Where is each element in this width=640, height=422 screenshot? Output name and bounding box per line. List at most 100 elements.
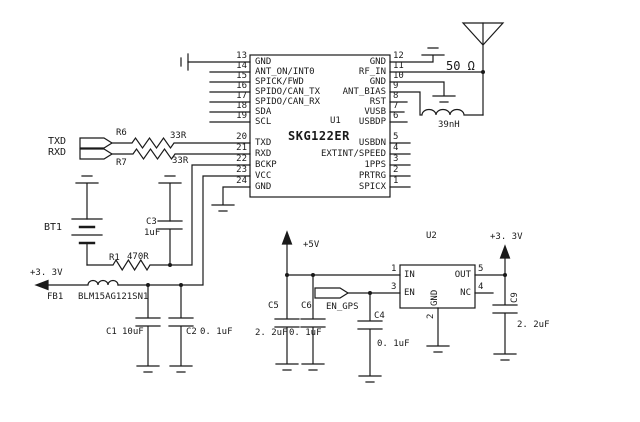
u1-pin24-num: 24 xyxy=(236,176,247,186)
c6-ref-label: C6 xyxy=(301,301,312,311)
u1-pin9-num: 9 xyxy=(393,81,399,91)
r1-ref-label: R1 xyxy=(109,253,120,263)
u1-pin20-name: TXD xyxy=(255,138,272,148)
rf-impedance-label: 50 Ω xyxy=(446,59,475,73)
u1-pin19-name: SCL xyxy=(255,117,272,127)
c2-value-label: 0. 1uF xyxy=(200,327,233,337)
u1-pin5-num: 5 xyxy=(393,132,399,142)
u2-pin-in-name: IN xyxy=(404,270,415,280)
r7-value-label: 33R xyxy=(172,156,189,166)
inductor-39nh xyxy=(389,91,484,116)
u1-pin23-name: VCC xyxy=(255,171,272,181)
u2-pin-out-num: 5 xyxy=(478,264,484,274)
u1-pin5-name: USBDN xyxy=(358,138,386,148)
ground-symbol-pin10 xyxy=(389,81,456,103)
u1-pin23-num: 23 xyxy=(236,165,247,175)
u1-pin21-num: 21 xyxy=(236,143,247,153)
v33-right-label: +3. 3V xyxy=(490,232,523,242)
u1-pin4-num: 4 xyxy=(393,143,399,153)
battery-bt1 xyxy=(71,218,103,266)
capacitor-c3 xyxy=(157,220,183,266)
c3-ref-label: C3 xyxy=(146,217,157,227)
en-gps-connector-label: EN_GPS xyxy=(326,302,359,312)
u2-pin-gnd-num: 2 xyxy=(426,313,436,319)
u2-pin-en-num: 3 xyxy=(391,282,397,292)
u1-pin20-num: 20 xyxy=(236,132,247,142)
u1-pin8-num: 8 xyxy=(393,91,399,101)
inductor-value-label: 39nH xyxy=(438,120,460,130)
u1-pin16-num: 16 xyxy=(236,81,247,91)
c1-ref-label: C1 xyxy=(106,327,117,337)
u1-pin17-num: 17 xyxy=(236,91,247,101)
c5-ref-label: C5 xyxy=(268,301,279,311)
u1-pin15-num: 15 xyxy=(236,71,247,81)
fb1-part-label: BLM15AG121SN1 xyxy=(78,292,149,302)
u1-pin10-num: 10 xyxy=(393,71,404,81)
u1-pin18-num: 18 xyxy=(236,101,247,111)
c9-value-label: 2. 2uF xyxy=(517,320,550,330)
capacitor-c1 xyxy=(135,284,161,373)
v33-left-label: +3. 3V xyxy=(30,268,63,278)
u2-pin-nc-name: NC xyxy=(460,288,471,298)
u2-pin-gnd-name: GND xyxy=(430,289,440,306)
v5-label: +5V xyxy=(303,240,320,250)
ground-symbol-pin24 xyxy=(211,186,251,212)
u1-pin7-name: VUSB xyxy=(364,107,386,117)
txd-connector-label: TXD xyxy=(48,136,67,147)
u1-pin9-name: ANT_BIAS xyxy=(342,87,386,97)
resistor-r6 xyxy=(111,136,251,150)
u1-chip-outline xyxy=(249,54,391,198)
u1-pin22-num: 22 xyxy=(236,154,247,164)
c4-ref-label: C4 xyxy=(374,311,385,321)
power-arrow-5v xyxy=(281,230,293,276)
u1-pin13-num: 13 xyxy=(236,51,247,61)
u1-pin15-name: SPICK/FWD xyxy=(255,77,304,87)
bt1-ref-label: BT1 xyxy=(44,222,63,233)
c1-value-label: 10uF xyxy=(122,327,144,337)
antenna-icon xyxy=(461,22,505,116)
ground-symbol-c3 xyxy=(158,175,182,222)
u2-pin-in-num: 1 xyxy=(391,264,397,274)
u1-pin3-num: 3 xyxy=(393,154,399,164)
u2-ref-label: U2 xyxy=(426,231,437,241)
u1-pin11-num: 11 xyxy=(393,61,404,71)
vcc-rail-wire xyxy=(117,175,251,286)
u1-pin18-name: SDA xyxy=(255,107,272,117)
u1-pin11-name: RF_IN xyxy=(358,67,386,77)
u1-pin21-name: RXD xyxy=(255,149,272,159)
junction-dots xyxy=(146,70,507,295)
r1-value-label: 470R xyxy=(127,252,149,262)
u1-pin2-name: PRTRG xyxy=(358,171,386,181)
u1-pin14-name: ANT_ON/INT0 xyxy=(255,67,315,77)
u1-pin10-name: GND xyxy=(369,77,386,87)
ferrite-bead-fb1 xyxy=(47,279,119,286)
u1-pin6-name: USBDP xyxy=(358,117,386,127)
u1-part-label: SKG122ER xyxy=(288,129,350,143)
u1-pin19-num: 19 xyxy=(236,111,247,121)
c9-ref-label: C9 xyxy=(510,292,520,303)
rxd-connector-tag xyxy=(79,148,114,160)
u1-pin7-num: 7 xyxy=(393,101,399,111)
u1-ref-label: U1 xyxy=(330,116,341,126)
c4-value-label: 0. 1uF xyxy=(377,339,410,349)
u1-pin8-name: RST xyxy=(369,97,386,107)
ground-symbol-bt1 xyxy=(75,175,99,220)
fb1-ref-label: FB1 xyxy=(47,292,64,302)
u1-pin22-name: BCKP xyxy=(255,160,277,170)
u2-pin-out-name: OUT xyxy=(454,270,471,280)
u1-pin2-num: 2 xyxy=(393,165,399,175)
capacitor-c5 xyxy=(274,274,300,371)
u1-pin14-num: 14 xyxy=(236,61,247,71)
txd-connector-tag xyxy=(79,137,114,149)
r6-value-label: 33R xyxy=(170,131,187,141)
u2-pin-en-name: EN xyxy=(404,288,415,298)
u1-pin16-name: SPIDO/CAN_TX xyxy=(255,87,321,97)
u1-pin13-name: GND xyxy=(255,57,272,67)
u1-right-pin-wires xyxy=(389,101,411,188)
u1-pin4-name: EXTINT/SPEED xyxy=(320,149,386,159)
ground-symbol-pin13 xyxy=(180,53,189,71)
u1-pin1-name: SPICX xyxy=(358,182,386,192)
ground-symbol-u2 xyxy=(426,307,450,353)
